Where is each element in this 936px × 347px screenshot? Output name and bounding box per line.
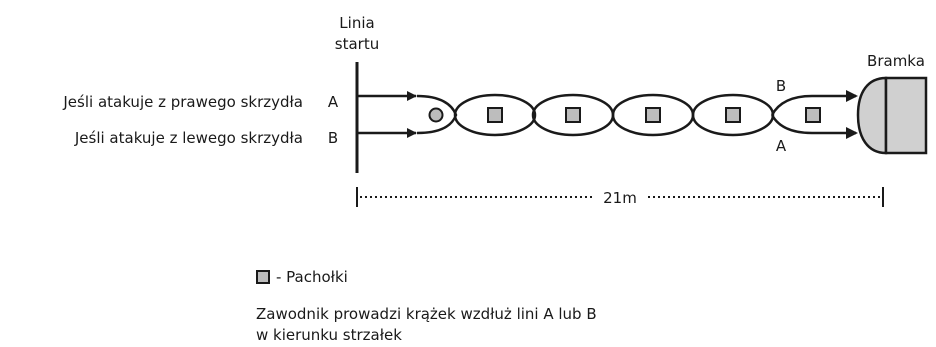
puck-icon xyxy=(428,107,444,123)
cone-icon xyxy=(805,107,821,123)
cone-icon xyxy=(725,107,741,123)
cone-icon xyxy=(487,107,503,123)
cone-legend-icon xyxy=(256,270,270,284)
cone-icon xyxy=(565,107,581,123)
drill-instruction-line-1: Zawodnik prowadzi krążek wzdłuż lini A l… xyxy=(256,305,597,323)
legend: - Pachołki Zawodnik prowadzi krążek wzdł… xyxy=(256,266,597,346)
legend-cone-row: - Pachołki xyxy=(256,266,597,288)
cone-icon xyxy=(645,107,661,123)
arrow-lane-a-end xyxy=(846,127,858,139)
exit-loop xyxy=(770,94,856,116)
arrow-lane-b-end xyxy=(846,90,858,102)
lane-oval-1 xyxy=(453,93,537,137)
cone-legend-label: - Pachołki xyxy=(276,267,348,286)
lane-a-end-label: A xyxy=(776,137,787,155)
start-line-label-1: Linia xyxy=(339,14,374,32)
drill-instruction: Zawodnik prowadzi krążek wzdłuż lini A l… xyxy=(256,304,597,346)
exit-loop-lower xyxy=(770,114,856,135)
right-wing-label: Jeśli atakuje z prawego skrzydła xyxy=(62,93,303,111)
goal-icon xyxy=(856,76,888,155)
start-line-label-2: startu xyxy=(335,35,379,53)
lane-b-end-label: B xyxy=(776,77,786,95)
drill-instruction-line-2: w kierunku strzałek xyxy=(256,326,402,344)
lane-a-start-label: A xyxy=(328,93,339,111)
distance-label: 21m xyxy=(603,189,637,207)
lane-b-start-label: B xyxy=(328,129,338,147)
goal-label: Bramka xyxy=(867,52,925,70)
goal-net xyxy=(884,76,928,155)
left-wing-label: Jeśli atakuje z lewego skrzydła xyxy=(74,129,303,147)
